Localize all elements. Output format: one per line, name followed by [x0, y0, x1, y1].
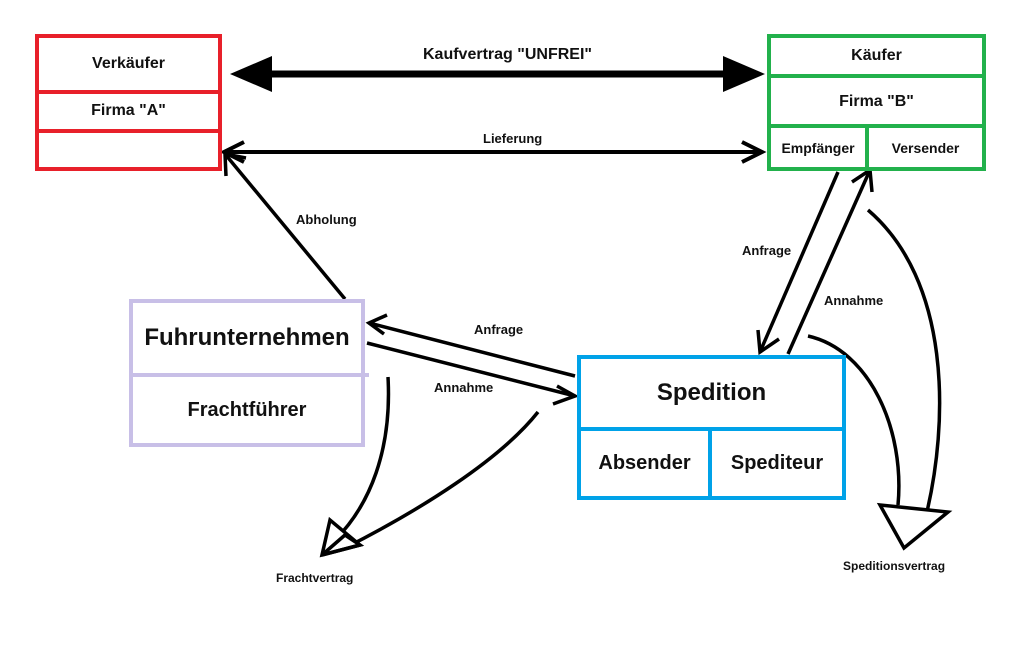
forwarding-contract-label: Speditionsvertrag: [843, 559, 946, 573]
forwarder-title: Spedition: [656, 379, 767, 406]
carrier-accept-arrow: [366, 341, 580, 406]
buyer-company: Firma "B": [839, 93, 914, 110]
carrier-role: Frachtführer: [187, 398, 307, 421]
forwarding-contract-arrows: [807, 208, 953, 551]
buyer-request-arrow: [756, 171, 840, 356]
forwarder-role-forwarder: Spediteur: [730, 452, 824, 474]
divider: [581, 427, 842, 431]
divider: [771, 124, 982, 128]
seller-extra: [39, 132, 218, 167]
divider: [133, 373, 369, 377]
sales-contract-arrow: [230, 56, 765, 92]
carrier-title: Fuhrunternehmen: [144, 324, 350, 351]
divider: [771, 74, 982, 78]
buyer-request-label: Anfrage: [742, 243, 792, 258]
divider: [39, 129, 218, 133]
delivery-label: Lieferung: [483, 131, 543, 146]
freight-contract-arrows: [319, 376, 540, 558]
pickup-label: Abholung: [296, 212, 357, 227]
seller-company: Firma "A": [91, 102, 166, 119]
delivery-arrow: [219, 140, 767, 164]
carrier-accept-label: Annahme: [434, 380, 494, 395]
carrier-box: Fuhrunternehmen Frachtführer: [129, 299, 369, 447]
buyer-title: Käufer: [851, 47, 902, 64]
seller-title: Verkäufer: [92, 55, 165, 72]
divider: [39, 90, 218, 94]
divider: [865, 124, 869, 167]
pickup-arrow: [223, 151, 347, 301]
carrier-request-label: Anfrage: [474, 322, 524, 337]
carrier-request-arrow: [365, 313, 576, 378]
buyer-role-sender: Versender: [891, 139, 960, 156]
forwarder-role-sender: Absender: [598, 452, 691, 474]
sales-contract-label: Kaufvertrag "UNFREI": [423, 46, 592, 63]
seller-box: Verkäufer Firma "A": [35, 34, 222, 171]
buyer-role-receiver: Empfänger: [781, 139, 855, 156]
forwarder-box: Spedition Absender Spediteur: [577, 355, 846, 500]
buyer-accept-label: Annahme: [824, 293, 884, 308]
freight-contract-label: Frachtvertrag: [276, 571, 354, 585]
divider: [708, 431, 712, 496]
buyer-box: Käufer Firma "B" Empfänger Versender: [767, 34, 986, 171]
